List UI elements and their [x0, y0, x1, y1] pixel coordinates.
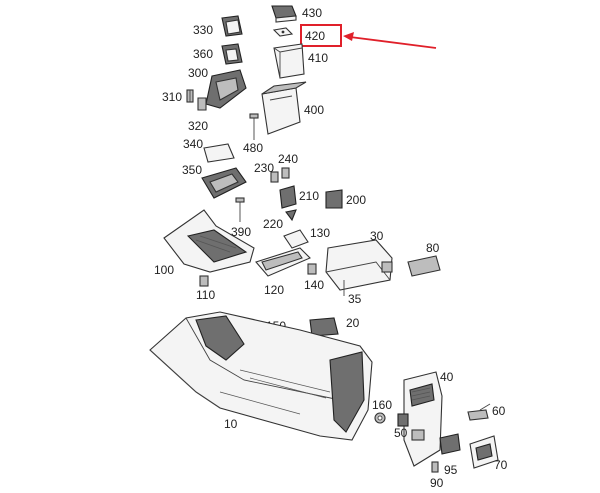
label-95: 95	[444, 463, 458, 477]
part-30[interactable]	[325, 239, 393, 291]
part-200[interactable]	[325, 189, 343, 209]
label-35: 35	[348, 292, 362, 306]
label-340: 340	[183, 137, 203, 151]
part-110[interactable]	[199, 275, 209, 287]
part-420[interactable]	[272, 27, 294, 37]
part-100[interactable]	[163, 209, 255, 273]
label-360: 360	[193, 47, 213, 61]
label-300: 300	[188, 66, 208, 80]
label-70: 70	[494, 458, 508, 472]
label-120: 120	[264, 283, 284, 297]
label-420: 420	[305, 29, 325, 43]
part-360[interactable]	[221, 43, 243, 65]
part-240[interactable]	[281, 167, 290, 179]
label-350: 350	[182, 163, 202, 177]
part-400[interactable]	[261, 81, 307, 135]
label-10: 10	[224, 417, 238, 431]
pointer-arrow	[343, 32, 437, 49]
part-95[interactable]	[439, 433, 461, 455]
part-70[interactable]	[469, 435, 499, 469]
part-10[interactable]	[149, 311, 373, 441]
label-230: 230	[254, 161, 274, 175]
label-320: 320	[188, 119, 208, 133]
part-140[interactable]	[307, 263, 317, 275]
label-80: 80	[426, 241, 440, 255]
part-130[interactable]	[283, 229, 309, 249]
label-390: 390	[231, 225, 251, 239]
label-160: 160	[372, 398, 392, 412]
label-480: 480	[243, 141, 263, 155]
part-390[interactable]	[235, 197, 245, 222]
part-90[interactable]	[431, 461, 439, 473]
part-340[interactable]	[203, 143, 235, 163]
label-210: 210	[299, 189, 319, 203]
label-40: 40	[440, 370, 454, 384]
part-480[interactable]	[249, 113, 259, 140]
part-40[interactable]	[403, 371, 443, 467]
label-130: 130	[310, 226, 330, 240]
part-220[interactable]	[285, 209, 297, 222]
part-50[interactable]	[397, 413, 409, 427]
part-80[interactable]	[407, 255, 441, 277]
label-310: 310	[162, 90, 182, 104]
label-220: 220	[263, 217, 283, 231]
part-120[interactable]	[255, 247, 311, 277]
label-330: 330	[193, 23, 213, 37]
label-240: 240	[278, 152, 298, 166]
label-100: 100	[154, 263, 174, 277]
label-110: 110	[196, 288, 215, 302]
part-310[interactable]	[186, 89, 194, 103]
part-210[interactable]	[279, 185, 297, 209]
part-60[interactable]	[467, 403, 491, 421]
label-20: 20	[346, 316, 360, 330]
label-60: 60	[492, 404, 506, 418]
label-200: 200	[346, 193, 366, 207]
part-320[interactable]	[197, 97, 207, 111]
part-350[interactable]	[201, 167, 247, 199]
part-330[interactable]	[221, 15, 243, 37]
label-430: 430	[302, 6, 322, 20]
part-300[interactable]	[205, 69, 247, 109]
part-20[interactable]	[309, 317, 339, 337]
label-30: 30	[370, 229, 384, 243]
label-410: 410	[308, 51, 328, 65]
part-430[interactable]	[271, 5, 297, 23]
label-140: 140	[304, 278, 324, 292]
label-400: 400	[304, 103, 324, 117]
label-50: 50	[394, 426, 408, 440]
part-230[interactable]	[270, 171, 279, 183]
label-90: 90	[430, 476, 444, 490]
highlight-box-420	[300, 24, 342, 47]
part-160[interactable]	[374, 412, 386, 424]
part-410[interactable]	[273, 43, 305, 79]
